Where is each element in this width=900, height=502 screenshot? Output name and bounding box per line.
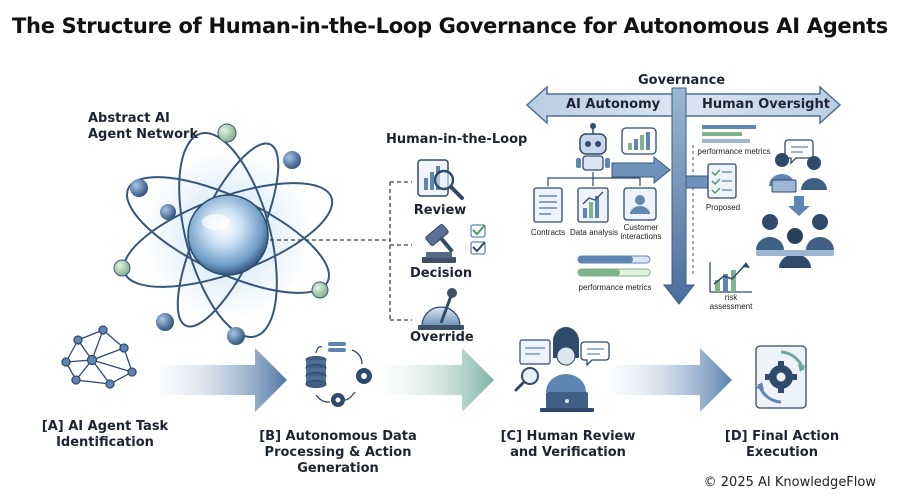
network-label-line1: Abstract AI bbox=[88, 111, 170, 126]
risk-assessment-icon bbox=[709, 262, 752, 293]
robot-icon bbox=[576, 123, 610, 171]
customer-interactions-icon bbox=[623, 187, 657, 221]
risk-label-line2: assessment bbox=[709, 302, 753, 311]
flow-arrow-a-to-b bbox=[160, 348, 287, 412]
hitl-connectors bbox=[270, 181, 412, 321]
stage-a-label: [A] AI Agent Task Identification bbox=[30, 419, 180, 451]
risk-assessment-label: risk assessment bbox=[704, 293, 758, 311]
copyright-footer: © 2025 AI KnowledgeFlow bbox=[703, 475, 876, 490]
contracts-doc-icon bbox=[533, 187, 563, 223]
stage-c-line1: [C] Human Review bbox=[500, 429, 636, 444]
stage-d-line1: [D] Final Action bbox=[724, 429, 840, 444]
autonomy-flow-arrow bbox=[611, 155, 671, 185]
stage-a-network-icon bbox=[61, 325, 137, 389]
stage-b-line2: Processing & Action bbox=[264, 445, 412, 460]
flow-arrow-c-to-d bbox=[612, 348, 732, 412]
oversight-team-icon bbox=[769, 153, 827, 193]
data-analysis-label: Data analysis bbox=[569, 228, 619, 237]
hitl-override-label: Override bbox=[410, 330, 474, 345]
network-label: Abstract AI Agent Network bbox=[88, 111, 198, 143]
contracts-label: Contracts bbox=[530, 228, 566, 237]
decision-gavel-icon bbox=[422, 223, 486, 263]
customer-label-line2: interactions bbox=[620, 232, 662, 241]
customer-interactions-label: Customer interactions bbox=[616, 223, 666, 241]
stage-b-line3: Generation bbox=[297, 461, 379, 476]
human-oversight-label: Human Oversight bbox=[702, 97, 830, 112]
stage-b-processing-icon bbox=[305, 342, 372, 407]
customer-label-line1: Customer bbox=[623, 223, 659, 232]
stage-c-reviewer-icon bbox=[514, 326, 610, 412]
hitl-decision-label: Decision bbox=[410, 266, 473, 281]
risk-label-line1: risk bbox=[724, 293, 738, 302]
override-lever-icon bbox=[418, 288, 464, 330]
speech-bubble-icon bbox=[784, 139, 814, 165]
down-arrow-icon bbox=[788, 196, 810, 216]
stage-c-label: [C] Human Review and Verification bbox=[488, 429, 648, 461]
stage-a-line2: Identification bbox=[56, 435, 154, 450]
ai-agent-network-graphic bbox=[113, 123, 334, 345]
hitl-title: Human-in-the-Loop bbox=[386, 132, 528, 147]
stage-b-label: [B] Autonomous Data Processing & Action … bbox=[248, 429, 428, 477]
chart-bubble-icon bbox=[621, 127, 657, 155]
oversight-performance-bars bbox=[702, 125, 756, 143]
autonomy-metrics-label: performance metrics bbox=[578, 283, 652, 292]
stage-c-line2: and Verification bbox=[510, 445, 626, 460]
stage-d-execution-icon bbox=[755, 345, 807, 409]
proposed-label: Proposed bbox=[705, 203, 741, 212]
data-analysis-icon bbox=[577, 187, 609, 223]
network-label-line2: Agent Network bbox=[88, 127, 199, 142]
stage-d-line2: Execution bbox=[746, 445, 818, 460]
page-title: The Structure of Human-in-the-Loop Gover… bbox=[12, 14, 888, 38]
oversight-metrics-label: performance metrics bbox=[697, 147, 771, 156]
ai-autonomy-label: AI Autonomy bbox=[566, 97, 661, 112]
flow-arrow-b-to-c bbox=[388, 348, 494, 412]
hitl-review-label: Review bbox=[413, 203, 467, 218]
stage-a-line1: [A] AI Agent Task bbox=[41, 419, 169, 434]
stage-d-label: [D] Final Action Execution bbox=[712, 429, 852, 461]
proposed-checklist-icon bbox=[707, 163, 737, 199]
governance-divider-arrow bbox=[662, 87, 696, 305]
governance-title: Governance bbox=[638, 73, 726, 88]
autonomy-performance-bars bbox=[577, 255, 651, 277]
review-icon bbox=[417, 159, 464, 200]
stage-b-line1: [B] Autonomous Data bbox=[259, 429, 417, 444]
review-meeting-icon bbox=[756, 214, 834, 268]
